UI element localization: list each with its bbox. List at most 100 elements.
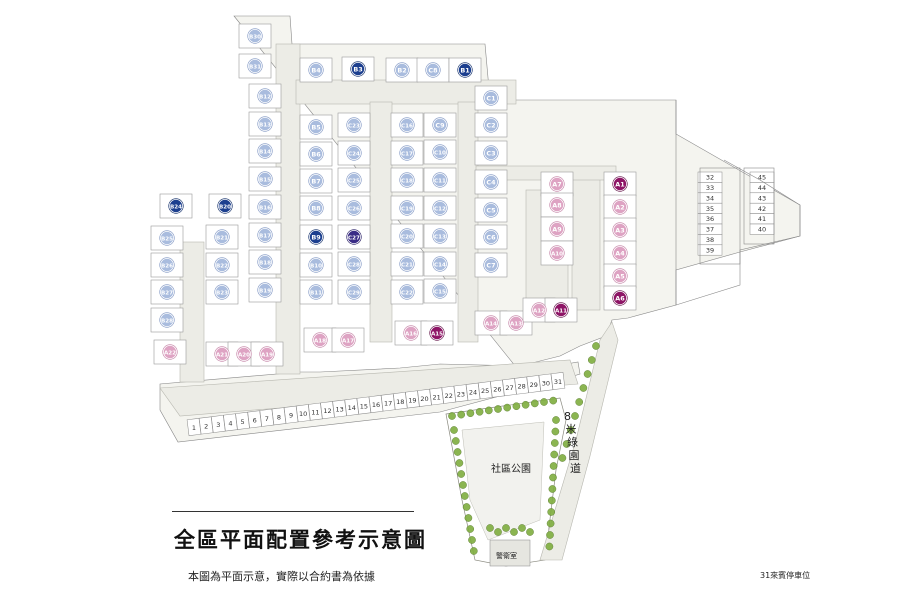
unit-badge-b27[interactable]: B27 [159, 284, 175, 300]
unit-badge-c29[interactable]: C29 [346, 284, 362, 300]
unit-badge-c18[interactable]: C18 [399, 172, 415, 188]
tree-icon [526, 528, 534, 536]
unit-badge-b3[interactable]: B3 [350, 61, 366, 77]
parking-space: 33 [697, 182, 723, 194]
unit-badge-b8[interactable]: B8 [308, 200, 324, 216]
unit-badge-a14[interactable]: A14 [483, 315, 499, 331]
tree-icon [545, 542, 554, 551]
unit-badge-c26[interactable]: C26 [346, 200, 362, 216]
unit-badge-a8[interactable]: A8 [549, 197, 565, 213]
unit-badge-b10[interactable]: B10 [308, 257, 324, 273]
unit-badge-c5[interactable]: C5 [483, 202, 499, 218]
unit-badge-a20[interactable]: A20 [236, 346, 252, 362]
unit-badge-c16[interactable]: C16 [399, 117, 415, 133]
unit-badge-a1[interactable]: A1 [612, 176, 628, 192]
unit-badge-b30[interactable]: B30 [247, 28, 263, 44]
unit-badge-b17[interactable]: B17 [257, 227, 273, 243]
unit-badge-a3[interactable]: A3 [612, 222, 628, 238]
unit-badge-a6[interactable]: A6 [612, 290, 628, 306]
unit-badge-b16[interactable]: B16 [257, 199, 273, 215]
unit-badge-c10[interactable]: C10 [432, 144, 448, 160]
unit-badge-b28[interactable]: B28 [159, 312, 175, 328]
unit-badge-c17[interactable]: C17 [399, 145, 415, 161]
unit-badge-c20[interactable]: C20 [399, 228, 415, 244]
unit-badge-b1[interactable]: B1 [457, 62, 473, 78]
unit-badge-c15[interactable]: C15 [432, 283, 448, 299]
unit-badge-c25[interactable]: C25 [346, 172, 362, 188]
unit-badge-c27[interactable]: C27 [346, 229, 362, 245]
unit-badge-a16[interactable]: A16 [403, 325, 419, 341]
unit-badge-b25[interactable]: B25 [159, 230, 175, 246]
unit-badge-c9[interactable]: C9 [432, 117, 448, 133]
unit-badge-c21[interactable]: C21 [399, 256, 415, 272]
unit-badge-c12[interactable]: C12 [432, 200, 448, 216]
unit-badge-b12[interactable]: B12 [257, 88, 273, 104]
unit-badge-b18[interactable]: B18 [257, 254, 273, 270]
unit-badge-a17[interactable]: A17 [340, 332, 356, 348]
unit-badge-c14[interactable]: C14 [432, 256, 448, 272]
unit-badge-c13[interactable]: C13 [432, 228, 448, 244]
unit-badge-c23[interactable]: C23 [346, 117, 362, 133]
unit-badge-c24[interactable]: C24 [346, 145, 362, 161]
unit-badge-a13[interactable]: A13 [508, 315, 524, 331]
unit-badge-c7[interactable]: C7 [483, 257, 499, 273]
parking-space: 29 [526, 375, 541, 394]
unit-badge-b5[interactable]: B5 [308, 119, 324, 135]
unit-badge-c2[interactable]: C2 [483, 117, 499, 133]
unit-badge-a10[interactable]: A10 [549, 245, 565, 261]
unit-badge-c6[interactable]: C6 [483, 229, 499, 245]
unit-badge-b21[interactable]: B21 [214, 229, 230, 245]
unit-badge-b22[interactable]: B22 [214, 257, 230, 273]
unit-badge-b2[interactable]: B2 [394, 62, 410, 78]
unit-badge-a5[interactable]: A5 [612, 268, 628, 284]
unit-badge-b6[interactable]: B6 [308, 146, 324, 162]
unit-badge-b20[interactable]: B20 [217, 198, 233, 214]
unit-badge-b13[interactable]: B13 [257, 116, 273, 132]
parking-space: 12 [320, 401, 335, 420]
parking-number: 34 [706, 194, 714, 202]
unit-badge-b31[interactable]: B31 [247, 58, 263, 74]
unit-badge-b7[interactable]: B7 [308, 173, 324, 189]
unit-label: A11 [555, 308, 567, 314]
unit-badge-a11[interactable]: A11 [553, 302, 569, 318]
caption-rule [172, 511, 414, 512]
unit-badge-a4[interactable]: A4 [612, 245, 628, 261]
unit-badge-c19[interactable]: C19 [399, 200, 415, 216]
parking-number: 6 [253, 416, 257, 424]
unit-badge-c1[interactable]: C1 [483, 90, 499, 106]
parking-number: 3 [216, 421, 220, 429]
unit-badge-a18[interactable]: A18 [312, 332, 328, 348]
unit-badge-a22[interactable]: A22 [162, 344, 178, 360]
unit-badge-a7[interactable]: A7 [549, 176, 565, 192]
unit-badge-c11[interactable]: C11 [432, 172, 448, 188]
unit-badge-b19[interactable]: B19 [257, 282, 273, 298]
unit-badge-a2[interactable]: A2 [612, 199, 628, 215]
unit-badge-b9[interactable]: B9 [308, 229, 324, 245]
unit-badge-a15[interactable]: A15 [429, 325, 445, 341]
unit-badge-b11[interactable]: B11 [308, 284, 324, 300]
unit-badge-c28[interactable]: C28 [346, 256, 362, 272]
unit-badge-c4[interactable]: C4 [483, 174, 499, 190]
unit-badge-b14[interactable]: B14 [257, 143, 273, 159]
unit-badge-a21[interactable]: A21 [214, 346, 230, 362]
unit-badge-c3[interactable]: C3 [483, 145, 499, 161]
unit-badge-a9[interactable]: A9 [549, 221, 565, 237]
parking-number: 12 [323, 407, 331, 415]
unit-label: B2 [397, 66, 406, 74]
parking-space: 13 [332, 399, 347, 418]
unit-badge-b4[interactable]: B4 [308, 62, 324, 78]
unit-badge-b15[interactable]: B15 [257, 171, 273, 187]
unit-badge-b23[interactable]: B23 [214, 284, 230, 300]
unit-badge-a19[interactable]: A19 [259, 346, 275, 362]
unit-badge-c22[interactable]: C22 [399, 284, 415, 300]
unit-badge-b26[interactable]: B26 [159, 257, 175, 273]
unit-label: C11 [434, 178, 446, 184]
unit-badge-c8[interactable]: C8 [425, 62, 441, 78]
unit-badge-a12[interactable]: A12 [531, 302, 547, 318]
tree-icon [587, 356, 596, 364]
unit-badge-b24[interactable]: B24 [168, 198, 184, 214]
tree-icon [546, 519, 555, 528]
parking-number: 36 [706, 215, 714, 223]
tree-icon [558, 454, 567, 462]
